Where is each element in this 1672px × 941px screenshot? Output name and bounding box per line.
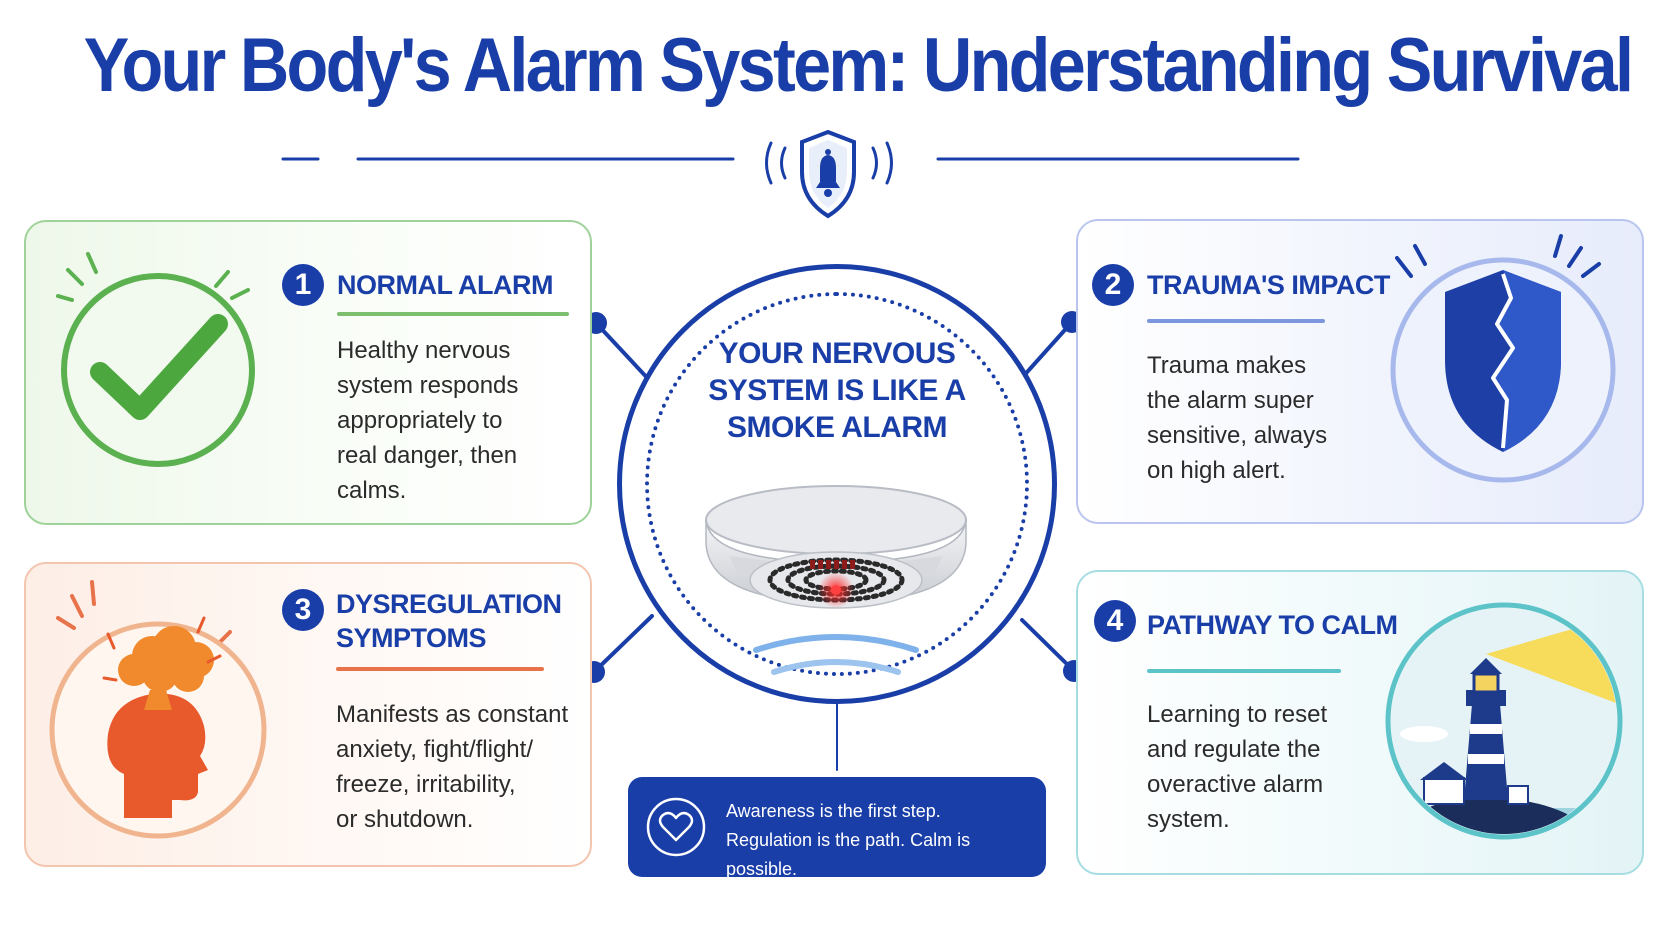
step-number-badge: 3 bbox=[282, 589, 324, 631]
step-number-badge: 1 bbox=[282, 264, 324, 306]
page-title: Your Body's Alarm System: Understanding … bbox=[83, 23, 1634, 108]
heart-icon bbox=[646, 797, 706, 857]
cracked-shield-icon bbox=[1390, 234, 1616, 483]
title-underline bbox=[336, 667, 544, 671]
step-number-badge: 4 bbox=[1094, 600, 1136, 642]
exploding-head-icon bbox=[49, 580, 267, 839]
lighthouse-icon bbox=[1385, 602, 1623, 840]
step-number-badge: 2 bbox=[1092, 264, 1134, 306]
title-underline bbox=[1147, 319, 1325, 323]
title-underline bbox=[1147, 669, 1341, 673]
checkmark-icon bbox=[56, 252, 255, 467]
card-title: NORMAL ALARM bbox=[337, 270, 553, 300]
center-dotted-ring bbox=[645, 292, 1029, 676]
message-banner bbox=[628, 777, 1046, 877]
bell-shield-icon bbox=[800, 129, 856, 219]
smoke-alarm-icon bbox=[705, 485, 967, 675]
title-underline bbox=[337, 312, 569, 316]
card-title: PATHWAY TO CALM bbox=[1147, 610, 1398, 640]
center-title: YOUR NERVOUS SYSTEM IS LIKE A SMOKE ALAR… bbox=[708, 337, 966, 444]
card-title: TRAUMA'S IMPACT bbox=[1147, 270, 1390, 300]
banner-message: Awareness is the first step. Regulation … bbox=[726, 801, 971, 879]
